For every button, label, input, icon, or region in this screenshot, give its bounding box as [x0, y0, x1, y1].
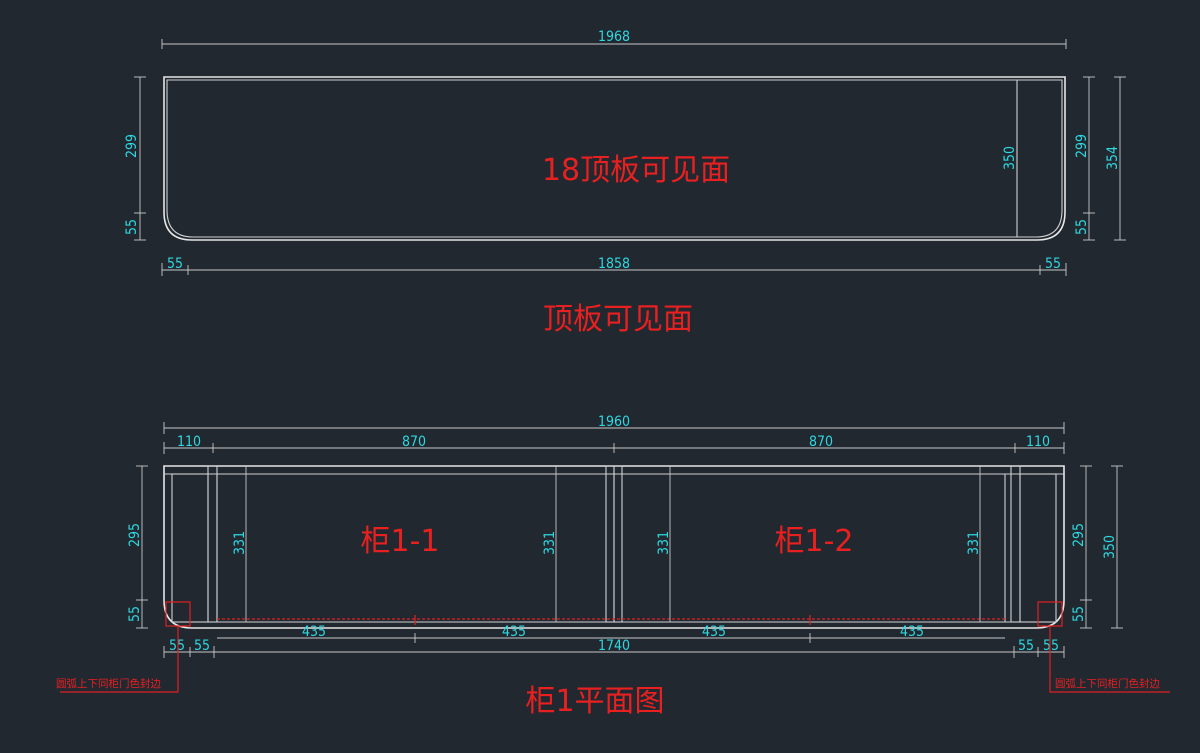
dim-inner-4: 331 [966, 531, 982, 555]
dim-left-corner: 55 [124, 219, 140, 235]
dim-door1: 435 [302, 624, 326, 640]
dim-left-main: 299 [124, 134, 140, 158]
top-panel-drawing: 1968 299 55 350 299 55 354 55 1858 55 18… [124, 29, 1126, 337]
dim-door4: 435 [900, 624, 924, 640]
dim-seg4: 110 [1026, 434, 1050, 450]
dim-total: 1960 [598, 414, 630, 430]
dim-inner-height: 350 [1002, 146, 1018, 170]
dim-bottom-total: 1740 [598, 638, 630, 654]
dim-bottom-left: 55 [167, 256, 183, 272]
dim-cab-left-corner: 55 [127, 606, 143, 622]
dim-cab-right-main: 295 [1071, 523, 1087, 547]
cabinet-left-label: 柜1-1 [361, 524, 440, 559]
dim-inner-1: 331 [232, 531, 248, 555]
right-side-panel [1010, 465, 1021, 623]
middle-divider-2 [613, 465, 623, 623]
cabinet-plan-caption: 柜1平面图 [525, 684, 664, 719]
cabinet-plan-drawing: 331 331 331 331 1960 110 870 870 110 295… [56, 414, 1170, 719]
right-note: 圆弧上下同柜门色封边 [1055, 677, 1160, 690]
dim-right-main: 299 [1074, 134, 1090, 158]
top-panel-label: 18顶板可见面 [542, 153, 730, 188]
dim-bottom-mid: 1858 [598, 256, 630, 272]
middle-divider [605, 465, 615, 623]
cabinet-right-label: 柜1-2 [775, 524, 854, 559]
dim-seg2: 870 [402, 434, 426, 450]
dim-inner-2: 331 [542, 531, 558, 555]
left-side-panel [207, 465, 218, 623]
dim-seg3: 870 [809, 434, 833, 450]
left-leader [60, 626, 179, 693]
dim-br2: 55 [1043, 638, 1059, 654]
left-end-panel [171, 473, 209, 623]
dim-cab-left-main: 295 [127, 523, 143, 547]
left-note: 圆弧上下同柜门色封边 [56, 677, 161, 690]
dim-br1: 55 [1018, 638, 1034, 654]
dim-bl2: 55 [194, 638, 210, 654]
right-leader [1049, 626, 1170, 693]
top-panel-outline [163, 76, 1066, 241]
dim-door3: 435 [702, 624, 726, 640]
top-panel-caption: 顶板可见面 [543, 302, 693, 337]
dim-right-corner: 55 [1074, 219, 1090, 235]
dim-door2: 435 [502, 624, 526, 640]
dim-bottom-right: 55 [1045, 256, 1061, 272]
dim-bl1: 55 [169, 638, 185, 654]
dim-seg1: 110 [177, 434, 201, 450]
dim-overall-height: 354 [1105, 146, 1121, 170]
dim-top-width: 1968 [598, 29, 630, 45]
dim-cab-right-corner: 55 [1071, 606, 1087, 622]
top-panel-inner-outline [166, 79, 1063, 238]
dim-cab-overall: 350 [1102, 535, 1118, 559]
dim-inner-3: 331 [656, 531, 672, 555]
right-end-panel [1019, 473, 1057, 623]
